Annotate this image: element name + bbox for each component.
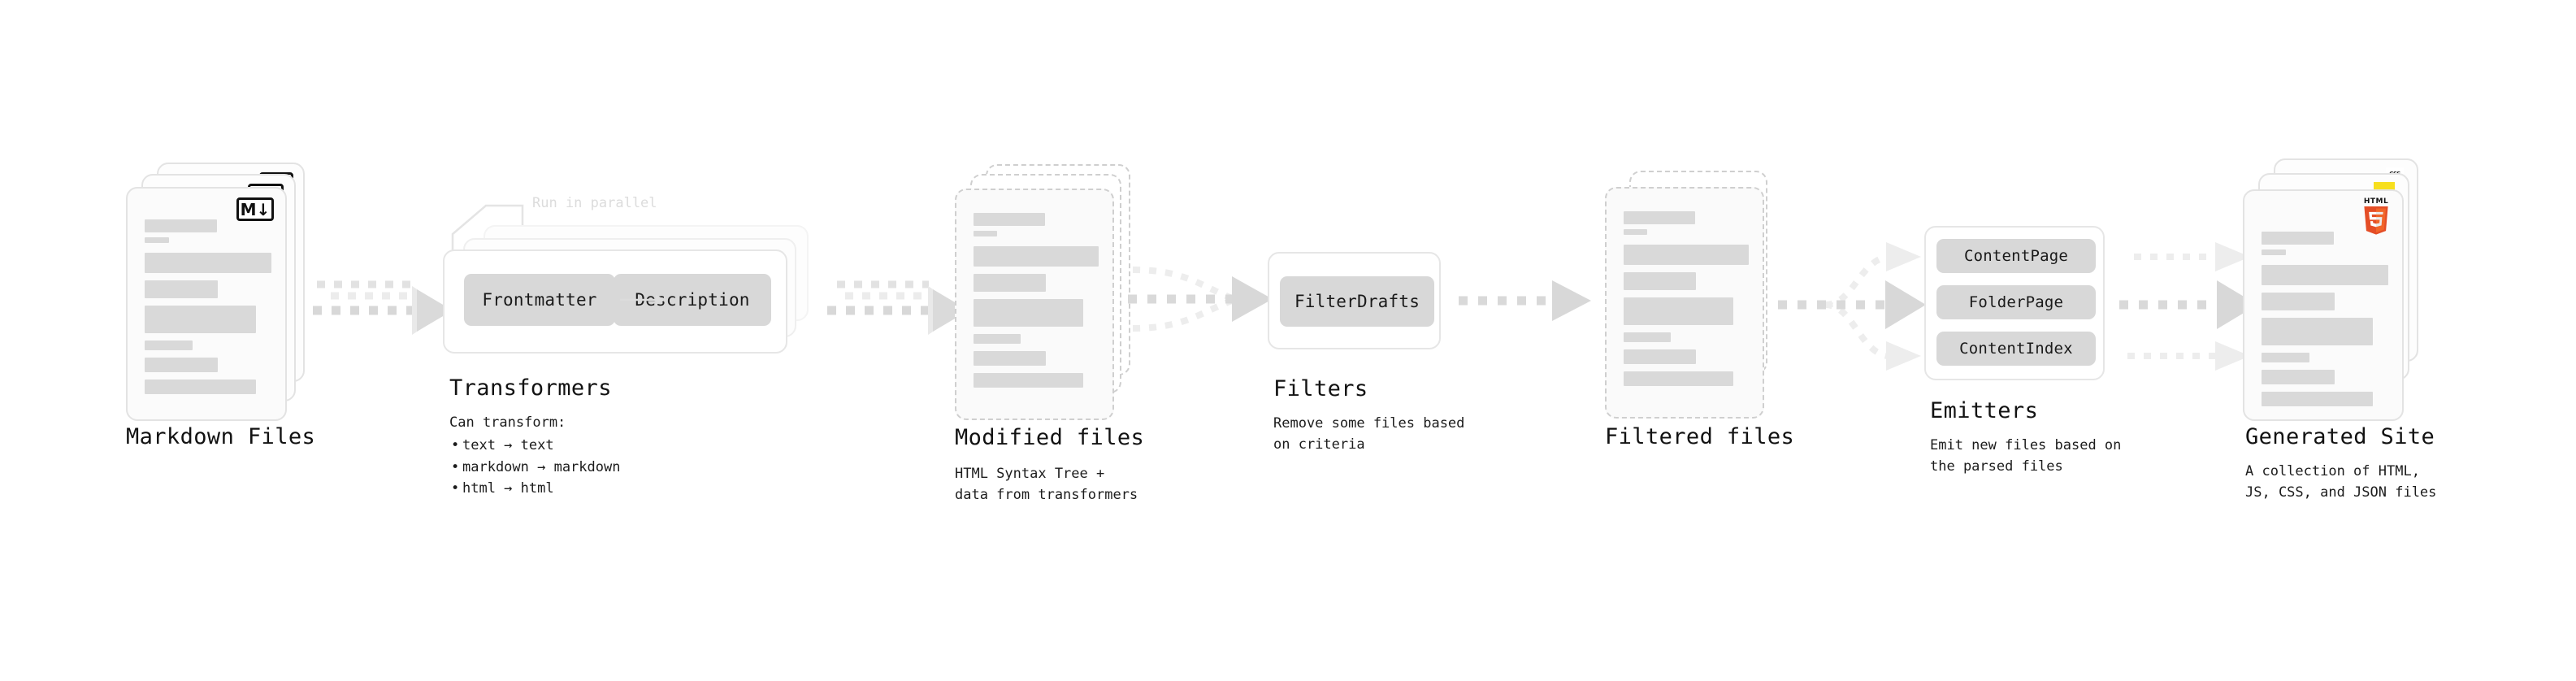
skeleton-bar (145, 306, 256, 333)
skeleton-bar (974, 334, 1021, 344)
skeleton-bar (974, 246, 1099, 267)
stage-title-filtered-files: Filtered files (1605, 424, 1795, 449)
transformers-capability-list: Can transform: text → text markdown → ma… (449, 412, 621, 500)
skeleton-bar (145, 237, 169, 243)
filter-node-filterdrafts[interactable]: FilterDrafts (1280, 276, 1434, 327)
stage-emitters: ContentPage FolderPage ContentIndex (1924, 226, 2107, 380)
skeleton-bar (2262, 265, 2388, 285)
skeleton-bar (145, 219, 217, 232)
skeleton-bar (1624, 272, 1697, 290)
connector-emitters-to-site (2119, 242, 2257, 371)
emitter-node-contentpage-label: ContentPage (1963, 247, 2069, 265)
stage-title-markdown-files: Markdown Files (126, 424, 316, 449)
skeleton-bar (974, 351, 1047, 366)
stage-desc-filters: Remove some files based on criteria (1273, 415, 1465, 453)
transformer-inner-arrow (620, 295, 666, 305)
stage-filters: FilterDrafts (1268, 252, 1442, 349)
skeleton-bar (2262, 318, 2373, 345)
skeleton-bar (2262, 370, 2335, 384)
connector-filtered-to-emitters (1778, 242, 1926, 371)
modified-skeleton-body (974, 213, 1099, 388)
skeleton-bar (974, 213, 1045, 226)
skeleton-bar (1624, 332, 1672, 342)
emitter-node-folderpage[interactable]: FolderPage (1936, 285, 2096, 319)
emitter-node-folderpage-label: FolderPage (1968, 293, 2064, 311)
html5-shield-icon (2364, 206, 2388, 235)
skeleton-bar (145, 253, 271, 273)
stage-title-transformers: Transformers (449, 375, 612, 401)
skeleton-bar (2262, 293, 2335, 310)
skeleton-bar (974, 231, 998, 236)
html5-icon: HTML (2360, 197, 2392, 236)
skeleton-bar (1624, 297, 1734, 325)
stage-desc-modified-files: HTML Syntax Tree + data from transformer… (955, 466, 1138, 504)
stage-title-modified-files: Modified files (955, 425, 1145, 450)
skeleton-bar (1624, 229, 1648, 235)
skeleton-bar (145, 340, 193, 350)
transformers-list-lead: Can transform: (449, 414, 566, 431)
skeleton-bar (2262, 249, 2286, 255)
run-in-parallel-note: Run in parallel (532, 195, 657, 211)
html5-icon-label: HTML (2363, 197, 2389, 206)
emitter-node-contentindex[interactable]: ContentIndex (1936, 332, 2096, 366)
modified-card-front (955, 189, 1114, 420)
skeleton-bar (2262, 392, 2373, 406)
stage-filtered-files (1605, 171, 1792, 423)
markdown-card-front: M↓ (126, 187, 287, 421)
emitter-node-contentindex-label: ContentIndex (1959, 340, 2073, 358)
stage-desc-emitters: Emit new files based on the parsed files (1930, 437, 2122, 475)
skeleton-bar (145, 358, 219, 372)
stage-desc-generated-site: A collection of HTML, JS, CSS, and JSON … (2245, 463, 2437, 501)
connector-markdown-to-transformers (313, 280, 453, 335)
list-item: html → html (451, 478, 620, 500)
emitter-node-contentpage[interactable]: ContentPage (1936, 239, 2096, 273)
stage-transformers: Run in parallel Frontmatter Description (443, 191, 825, 370)
filter-node-filterdrafts-label: FilterDrafts (1294, 292, 1420, 311)
connector-transformers-to-modified (827, 280, 969, 335)
skeleton-bar (145, 380, 256, 394)
site-card-front-html: HTML (2243, 189, 2404, 421)
transformer-node-frontmatter[interactable]: Frontmatter (464, 274, 615, 326)
skeleton-bar (1624, 211, 1695, 224)
stage-title-emitters: Emitters (1930, 398, 2039, 423)
filtered-card-front (1605, 187, 1764, 419)
markdown-badge: M↓ (236, 197, 274, 221)
connector-modified-to-filters (1128, 267, 1273, 332)
site-skeleton-body (2262, 232, 2388, 406)
filters-panel: FilterDrafts (1268, 252, 1441, 349)
transformer-node-frontmatter-label: Frontmatter (482, 290, 597, 310)
skeleton-bar (2262, 353, 2310, 362)
list-item: text → text (451, 435, 620, 457)
list-item: markdown → markdown (451, 457, 621, 479)
filtered-skeleton-body (1624, 211, 1749, 386)
skeleton-bar (974, 274, 1047, 292)
run-in-parallel-leader (451, 204, 524, 268)
stage-modified-files (955, 163, 1142, 423)
emitters-panel: ContentPage FolderPage ContentIndex (1924, 226, 2105, 380)
transformers-list: text → text markdown → markdown html → h… (449, 435, 621, 500)
skeleton-bar (2262, 232, 2334, 245)
stage-markdown-files: M↓ M↓ M↓ (126, 163, 313, 423)
stage-title-filters: Filters (1273, 376, 1368, 401)
markdown-skeleton-body (145, 219, 271, 394)
skeleton-bar (1624, 371, 1734, 386)
transformer-panel-front: Frontmatter Description (443, 249, 787, 354)
markdown-badge-text: M↓ (240, 199, 271, 219)
skeleton-bar (1624, 245, 1749, 265)
connector-filters-to-filtered (1459, 280, 1591, 321)
stage-generated-site: CSS HTML (2243, 158, 2438, 421)
stage-title-generated-site: Generated Site (2245, 424, 2435, 449)
skeleton-bar (145, 280, 219, 298)
skeleton-bar (974, 373, 1084, 388)
skeleton-bar (974, 299, 1084, 327)
skeleton-bar (1624, 349, 1697, 364)
